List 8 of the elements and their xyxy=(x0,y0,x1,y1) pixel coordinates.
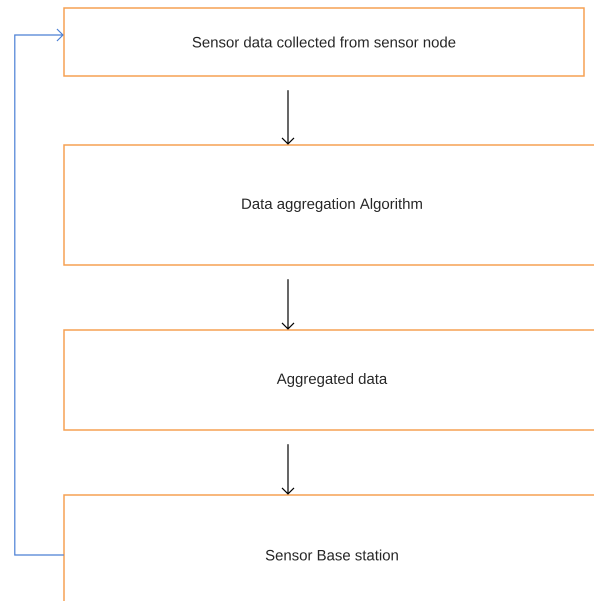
process-box: Aggregated data xyxy=(63,329,594,431)
arrow xyxy=(282,90,294,145)
process-box: Sensor data collected from sensor node xyxy=(63,7,585,77)
process-box: Sensor Base station xyxy=(63,494,594,601)
process-box: Data aggregation Algorithm xyxy=(63,144,594,266)
arrow xyxy=(282,444,294,495)
arrow xyxy=(14,28,64,556)
arrow xyxy=(282,279,294,330)
